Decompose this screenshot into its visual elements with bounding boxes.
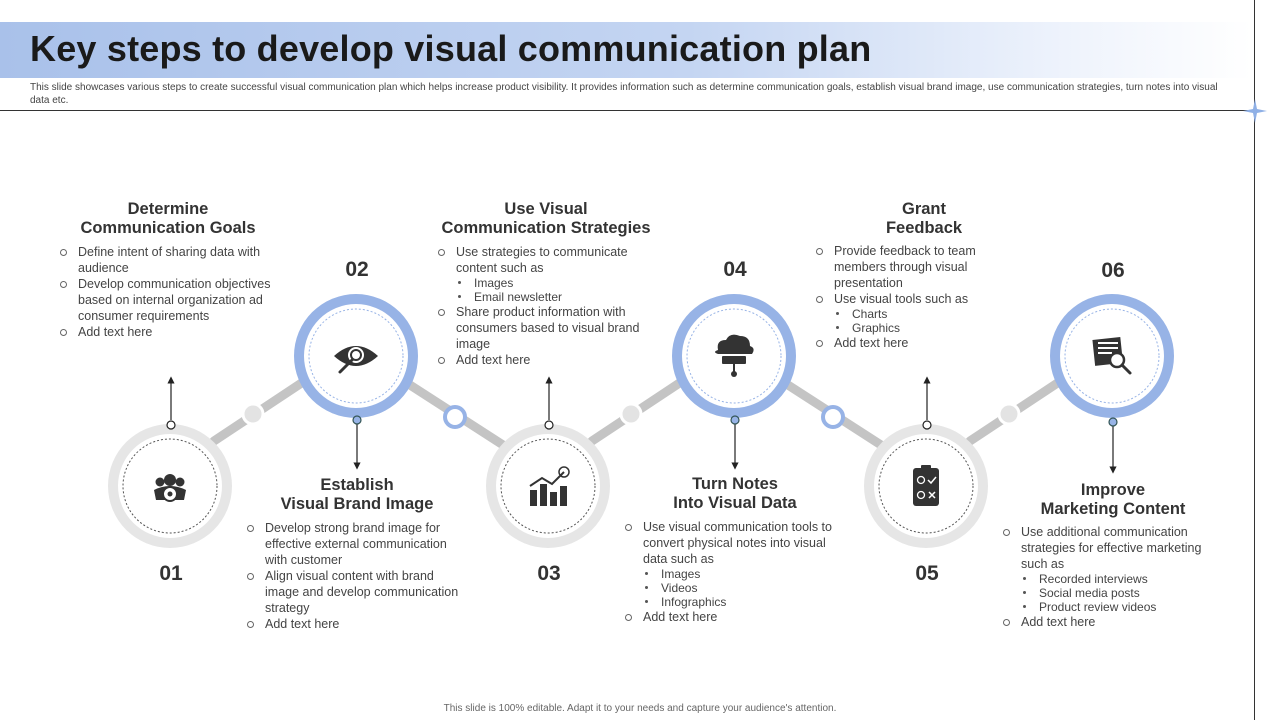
eye-magnifier-icon (334, 346, 378, 374)
sub-list-item: Recorded interviews (1021, 572, 1218, 586)
header-divider (0, 110, 1256, 111)
step-01-number: 01 (159, 562, 183, 585)
list-item: Share product information with consumers… (438, 304, 653, 352)
sub-list: Images Videos Infographics (643, 567, 850, 609)
step-02-bullets: Develop strong brand image for effective… (247, 520, 467, 632)
sub-list-item: Infographics (643, 595, 850, 609)
connector-dot-1 (241, 402, 265, 426)
sparkle-icon (1243, 99, 1267, 123)
step-04-number: 04 (723, 258, 747, 281)
step-03-circle (486, 424, 610, 548)
step-04-bullets: Use visual communication tools to conver… (625, 519, 850, 625)
team-target-icon (154, 474, 186, 502)
footer-note: This slide is 100% editable. Adapt it to… (443, 703, 837, 714)
step-01-bullets: Define intent of sharing data with audie… (60, 244, 285, 340)
sub-list-item: Images (456, 276, 653, 290)
sub-list-item: Videos (643, 581, 850, 595)
sub-list: Charts Graphics (834, 307, 996, 335)
sub-list-item: Images (643, 567, 850, 581)
list-item: Add text here (438, 352, 653, 368)
connector-dot-4 (821, 405, 845, 429)
step-06-number: 06 (1101, 259, 1125, 282)
sub-list-item: Charts (834, 307, 996, 321)
list-item: Develop strong brand image for effective… (247, 520, 467, 568)
step-05-bullets: Provide feedback to team members through… (816, 243, 996, 351)
connector-dots (241, 402, 1021, 429)
page-subtitle: This slide showcases various steps to cr… (30, 82, 1218, 106)
list-item: Add text here (1003, 614, 1218, 630)
feedback-clipboard-icon (913, 465, 939, 506)
arrow-06-dot (1108, 417, 1118, 427)
connector-dot-3 (619, 402, 643, 426)
list-item: Add text here (247, 616, 467, 632)
step-arrows (166, 376, 1118, 474)
sub-list-item: Graphics (834, 321, 996, 335)
arrow-04-dot (730, 415, 740, 425)
list-item: Use visual tools such as Charts Graphics (816, 291, 996, 335)
list-item: Add text here (816, 335, 996, 351)
step-05-number: 05 (915, 562, 939, 585)
arrow-02-dot (352, 415, 362, 425)
right-border-line (1254, 0, 1255, 720)
connector-dot-2 (443, 405, 467, 429)
list-item: Use additional communication strategies … (1003, 524, 1218, 614)
list-item: Provide feedback to team members through… (816, 243, 996, 291)
list-item: Define intent of sharing data with audie… (60, 244, 285, 276)
list-item: Add text here (60, 324, 285, 340)
step-06-bullets: Use additional communication strategies … (1003, 524, 1218, 630)
step-03-number: 03 (537, 562, 561, 585)
growth-chart-icon (529, 466, 570, 506)
sub-list-item: Social media posts (1021, 586, 1218, 600)
sub-list: Images Email newsletter (456, 276, 653, 304)
sub-list-item: Product review videos (1021, 600, 1218, 614)
list-item: Use visual communication tools to conver… (625, 519, 850, 609)
list-item: Use strategies to communicate content su… (438, 244, 653, 304)
page-title: Key steps to develop visual communicatio… (30, 28, 872, 69)
document-search-icon (1092, 337, 1132, 375)
arrow-01-dot (166, 420, 176, 430)
arrow-05-dot (922, 420, 932, 430)
list-item: Add text here (625, 609, 850, 625)
arrow-03-dot (544, 420, 554, 430)
cloud-network-icon (715, 334, 754, 377)
list-item: Develop communication objectives based o… (60, 276, 285, 324)
step-03-bullets: Use strategies to communicate content su… (438, 244, 653, 368)
title-band (0, 22, 1252, 78)
sub-list-item: Email newsletter (456, 290, 653, 304)
sub-list: Recorded interviews Social media posts P… (1021, 572, 1218, 614)
step-02-number: 02 (345, 258, 369, 281)
list-item: Align visual content with brand image an… (247, 568, 467, 616)
connector-dot-5 (997, 402, 1021, 426)
